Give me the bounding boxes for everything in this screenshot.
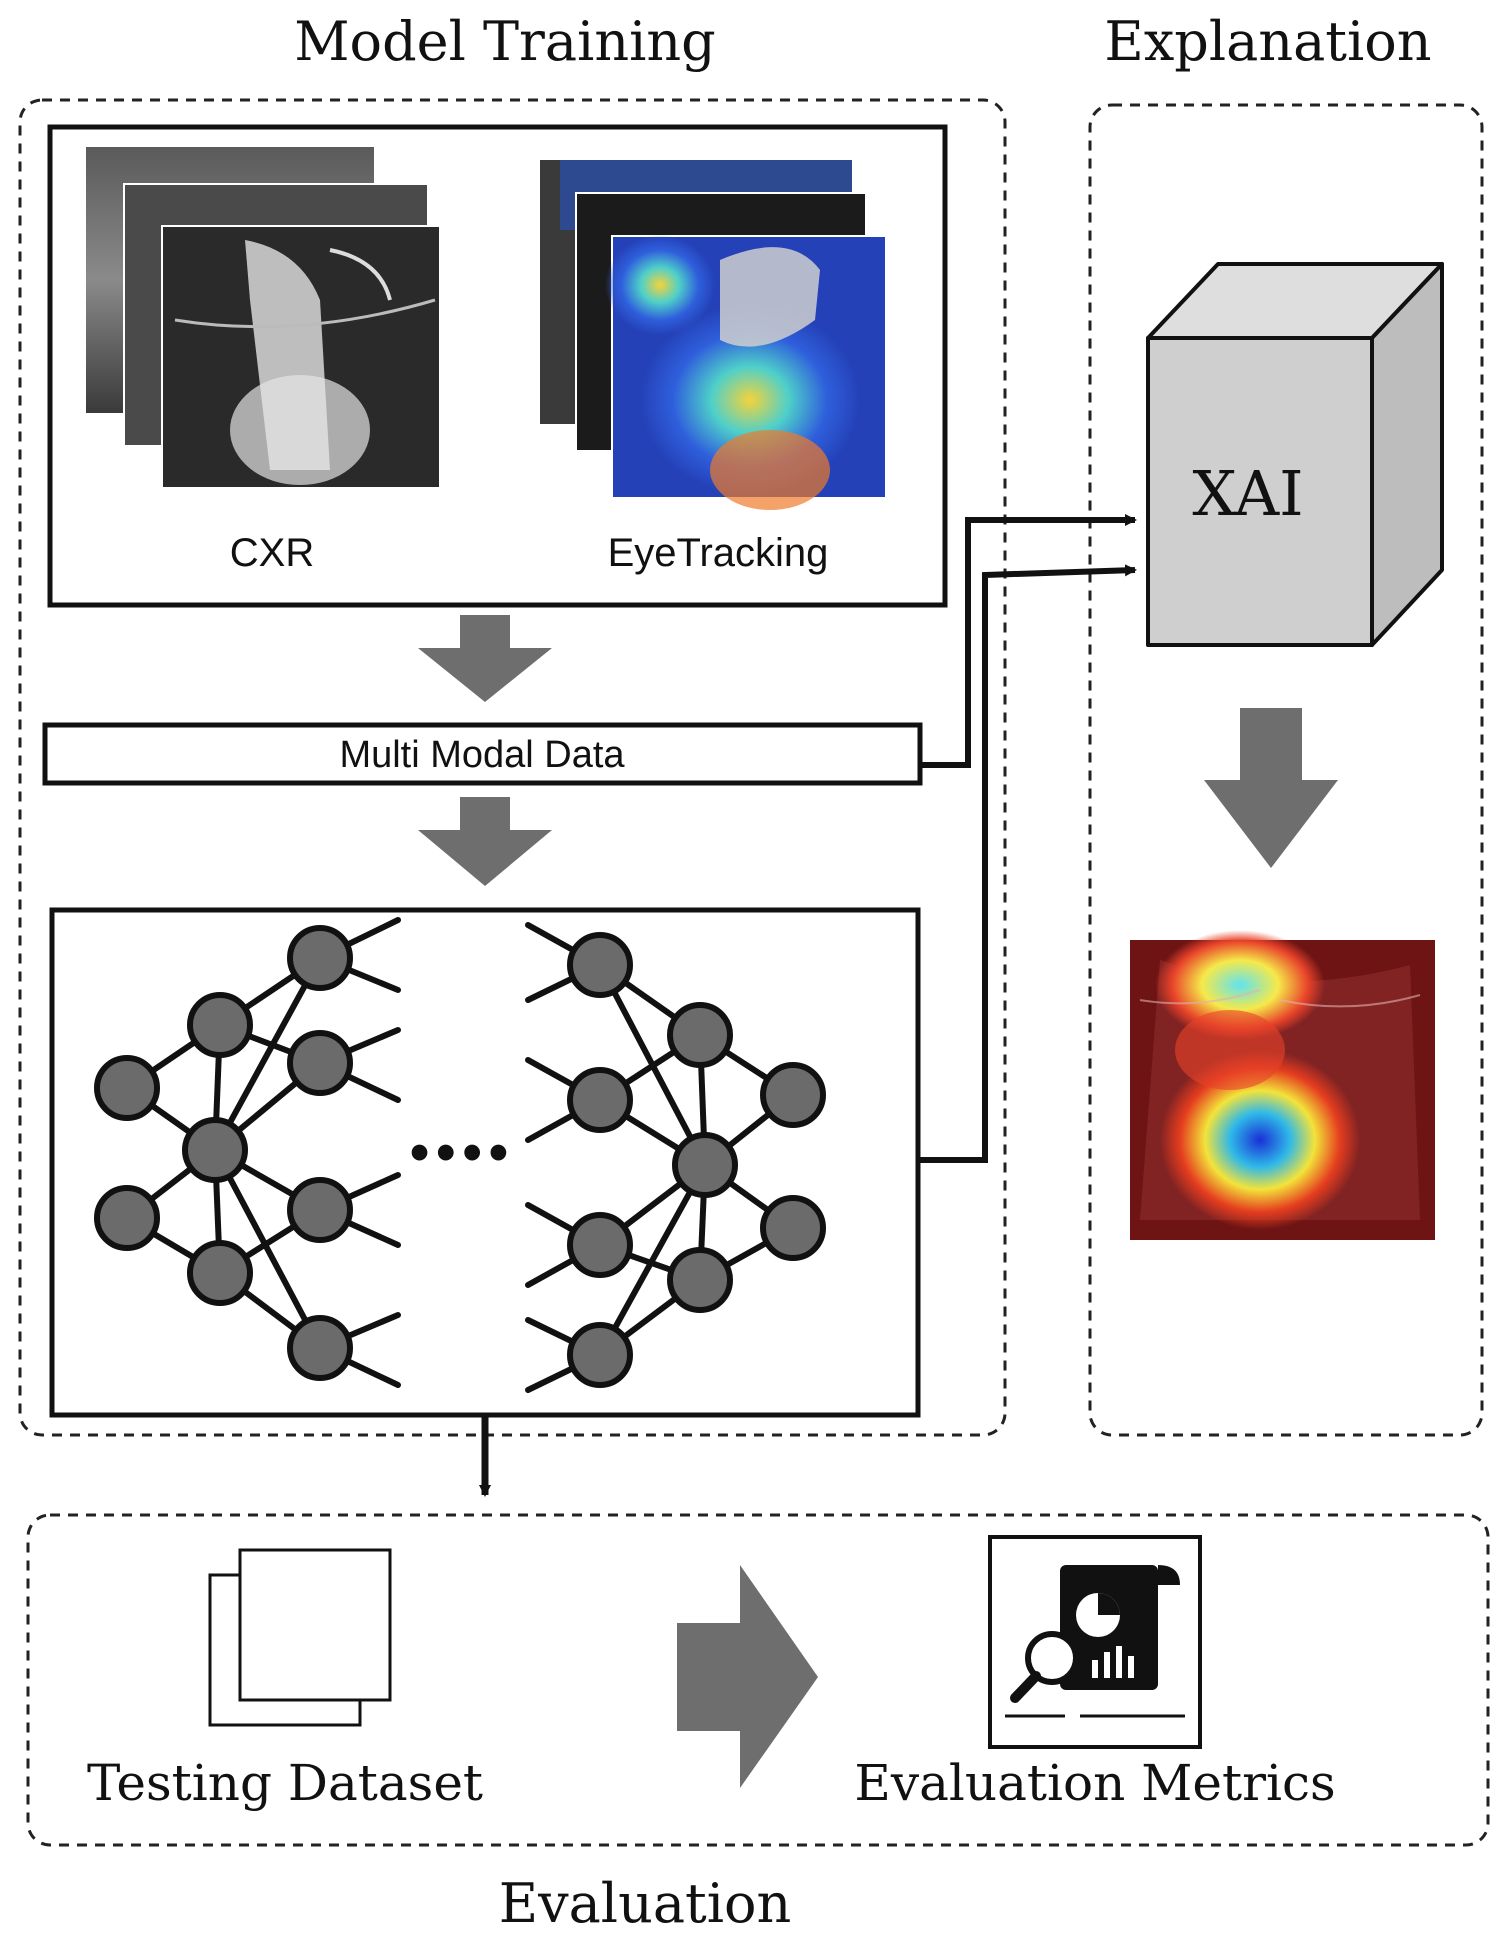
eyetracking-image-stack xyxy=(540,160,887,510)
evaluation-metrics-icon xyxy=(988,1535,1202,1749)
network-node xyxy=(567,1212,633,1278)
network-node xyxy=(760,1062,826,1128)
network-node xyxy=(182,1117,248,1183)
multimodal-data-label: Multi Modal Data xyxy=(339,734,625,776)
explanation-title: Explanation xyxy=(1104,10,1431,73)
network-node xyxy=(672,1132,738,1198)
network-node xyxy=(94,1185,160,1251)
explanation-heatmap xyxy=(1130,930,1435,1240)
evaluation-metrics-label: Evaluation Metrics xyxy=(854,1754,1335,1812)
network-node xyxy=(287,1030,353,1096)
eyetracking-label: EyeTracking xyxy=(608,531,829,575)
model-training-title: Model Training xyxy=(294,10,715,73)
evaluation-group xyxy=(26,1513,1490,1847)
network-node xyxy=(287,1177,353,1243)
flow-arrow-to-multimodal xyxy=(418,615,552,702)
model-training-group xyxy=(18,98,1007,1437)
network-node xyxy=(187,1240,253,1306)
network-node xyxy=(667,1247,733,1313)
network-node xyxy=(567,1067,633,1133)
cxr-label: CXR xyxy=(230,531,314,575)
flow-arrow-to-network xyxy=(418,797,552,886)
network-nodes xyxy=(94,925,826,1388)
cxr-image-stack xyxy=(86,147,441,489)
flow-arrow-to-metrics xyxy=(677,1565,818,1788)
testing-dataset-label: Testing Dataset xyxy=(87,1754,483,1812)
network-node xyxy=(94,1055,160,1121)
testing-dataset-icon xyxy=(208,1548,392,1727)
network-node xyxy=(187,992,253,1058)
network-node xyxy=(287,1315,353,1381)
network-node xyxy=(760,1195,826,1261)
network-ellipsis: •••• xyxy=(409,1120,514,1185)
explanation-group xyxy=(1088,103,1484,1437)
network-node xyxy=(287,925,353,991)
connector-multimodal-to-xai xyxy=(920,514,1137,768)
connector-network-to-xai xyxy=(918,564,1137,1163)
xai-label: XAI xyxy=(1192,457,1303,530)
network-node xyxy=(567,1322,633,1388)
network-node xyxy=(567,932,633,998)
multimodal-data-bar xyxy=(42,722,923,786)
evaluation-title: Evaluation xyxy=(499,1872,792,1935)
network-node xyxy=(667,1002,733,1068)
xai-cube xyxy=(1146,262,1444,647)
flow-arrow-to-heatmap xyxy=(1204,708,1338,868)
